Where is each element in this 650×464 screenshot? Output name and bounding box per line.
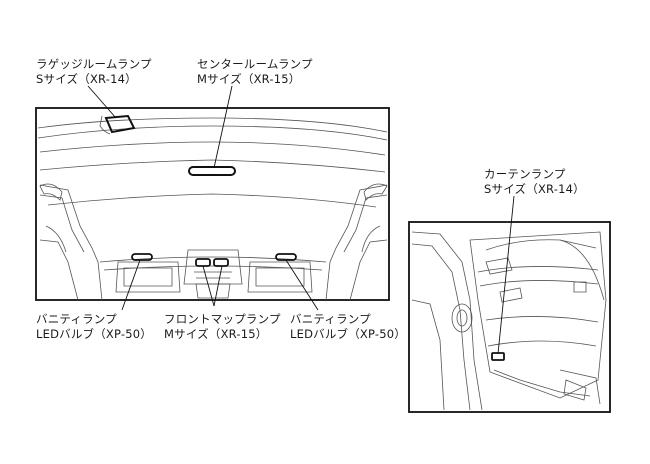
luggage-lamp-marker <box>104 114 136 134</box>
ceiling-panel <box>35 107 390 301</box>
door-panel <box>408 221 611 413</box>
luggage-lamp-label: ラゲッジルームランプ Sサイズ（XR-14） <box>36 57 152 87</box>
curtain-lamp-label: カーテンランプ Sサイズ（XR-14） <box>484 167 585 197</box>
center-lamp-name: センタールームランプ <box>197 57 313 71</box>
front-map-lamp-name: フロントマップランプ <box>164 312 281 326</box>
front-map-lamp-right-marker <box>213 258 229 267</box>
center-lamp-label: センタールームランプ Mサイズ（XR-15） <box>197 57 313 87</box>
center-lamp-spec: Mサイズ（XR-15） <box>197 72 301 86</box>
vanity-lamp-right-label: バニティランプ LEDバルブ（XP-50） <box>290 312 406 342</box>
vanity-lamp-left-name: バニティランプ <box>36 312 117 326</box>
vanity-lamp-left-marker <box>131 253 153 261</box>
vanity-lamp-right-name: バニティランプ <box>290 312 371 326</box>
front-map-lamp-spec: Mサイズ（XR-15） <box>164 327 268 341</box>
vanity-lamp-right-spec: LEDバルブ（XP-50） <box>290 327 406 341</box>
vanity-lamp-left-label: バニティランプ LEDバルブ（XP-50） <box>36 312 152 342</box>
front-map-lamp-label: フロントマップランプ Mサイズ（XR-15） <box>164 312 281 342</box>
luggage-lamp-spec: Sサイズ（XR-14） <box>36 72 137 86</box>
curtain-lamp-spec: Sサイズ（XR-14） <box>484 182 585 196</box>
luggage-lamp-name: ラゲッジルームランプ <box>36 57 152 71</box>
curtain-lamp-name: カーテンランプ <box>484 167 566 181</box>
leader-lines <box>87 85 515 355</box>
center-lamp-marker <box>188 166 236 176</box>
vanity-lamp-left-spec: LEDバルブ（XP-50） <box>36 327 152 341</box>
